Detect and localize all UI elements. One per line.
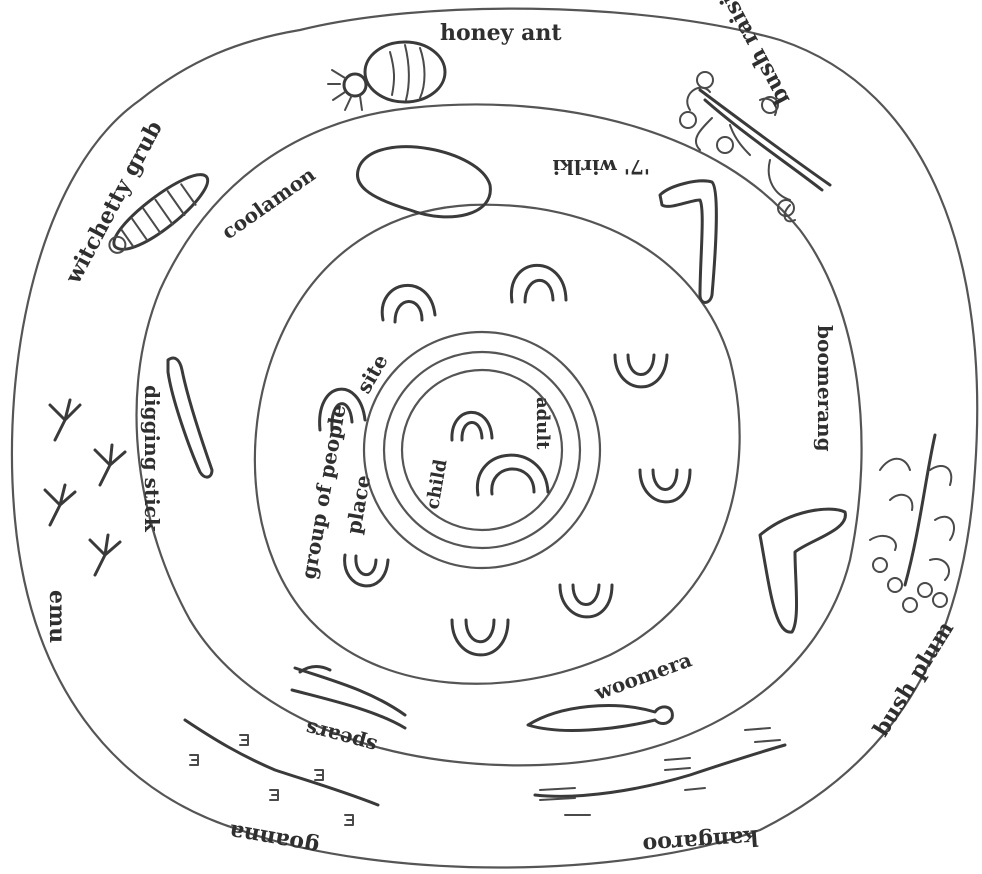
boomerang-icon xyxy=(760,509,845,632)
bush-raisins-icon xyxy=(680,72,830,221)
digging-stick-icon xyxy=(168,358,212,477)
label-place: place xyxy=(341,473,375,536)
label-coolamon: coolamon xyxy=(217,162,320,244)
label-witchetty-grub: witchetty grub xyxy=(60,117,168,289)
adult-u-symbol xyxy=(477,455,548,495)
label-kangaroo: kangaroo xyxy=(642,824,760,858)
label-group-of-people: group of people xyxy=(296,403,350,581)
label-bush-raisins: bush raisins xyxy=(702,0,796,109)
kangaroo-tracks-icon xyxy=(535,728,785,815)
bush-plum-icon xyxy=(870,435,954,612)
center-circle-mid xyxy=(384,352,580,548)
label-child: child xyxy=(422,457,451,511)
group-of-people-symbols xyxy=(320,265,690,655)
person-u-symbol xyxy=(615,355,667,387)
label-digging-stick: digging stick xyxy=(140,385,164,533)
center-circle-outer xyxy=(364,332,600,568)
label-goanna: goanna xyxy=(227,818,321,859)
label-site: site xyxy=(352,350,393,397)
label-boomerang: boomerang xyxy=(813,325,837,452)
honey-ant-icon xyxy=(328,42,445,110)
label-adult: adult xyxy=(532,397,553,450)
child-u-symbol xyxy=(452,412,492,440)
person-u-symbol xyxy=(345,555,388,586)
person-u-symbol xyxy=(511,265,566,302)
label-emu: emu xyxy=(44,590,70,643)
label-wirlki: '7' wirlki xyxy=(552,155,650,179)
person-u-symbol xyxy=(382,285,435,322)
person-u-symbol xyxy=(452,620,508,655)
woomera-icon xyxy=(528,706,672,731)
person-u-symbol xyxy=(560,585,612,617)
label-spears: spears xyxy=(303,716,379,758)
coolamon-icon xyxy=(357,147,490,217)
label-bush-plum: bush plum xyxy=(868,617,959,741)
emu-tracks-icon xyxy=(45,400,125,575)
label-honey-ant: honey ant xyxy=(440,20,562,46)
person-u-symbol xyxy=(640,470,690,502)
